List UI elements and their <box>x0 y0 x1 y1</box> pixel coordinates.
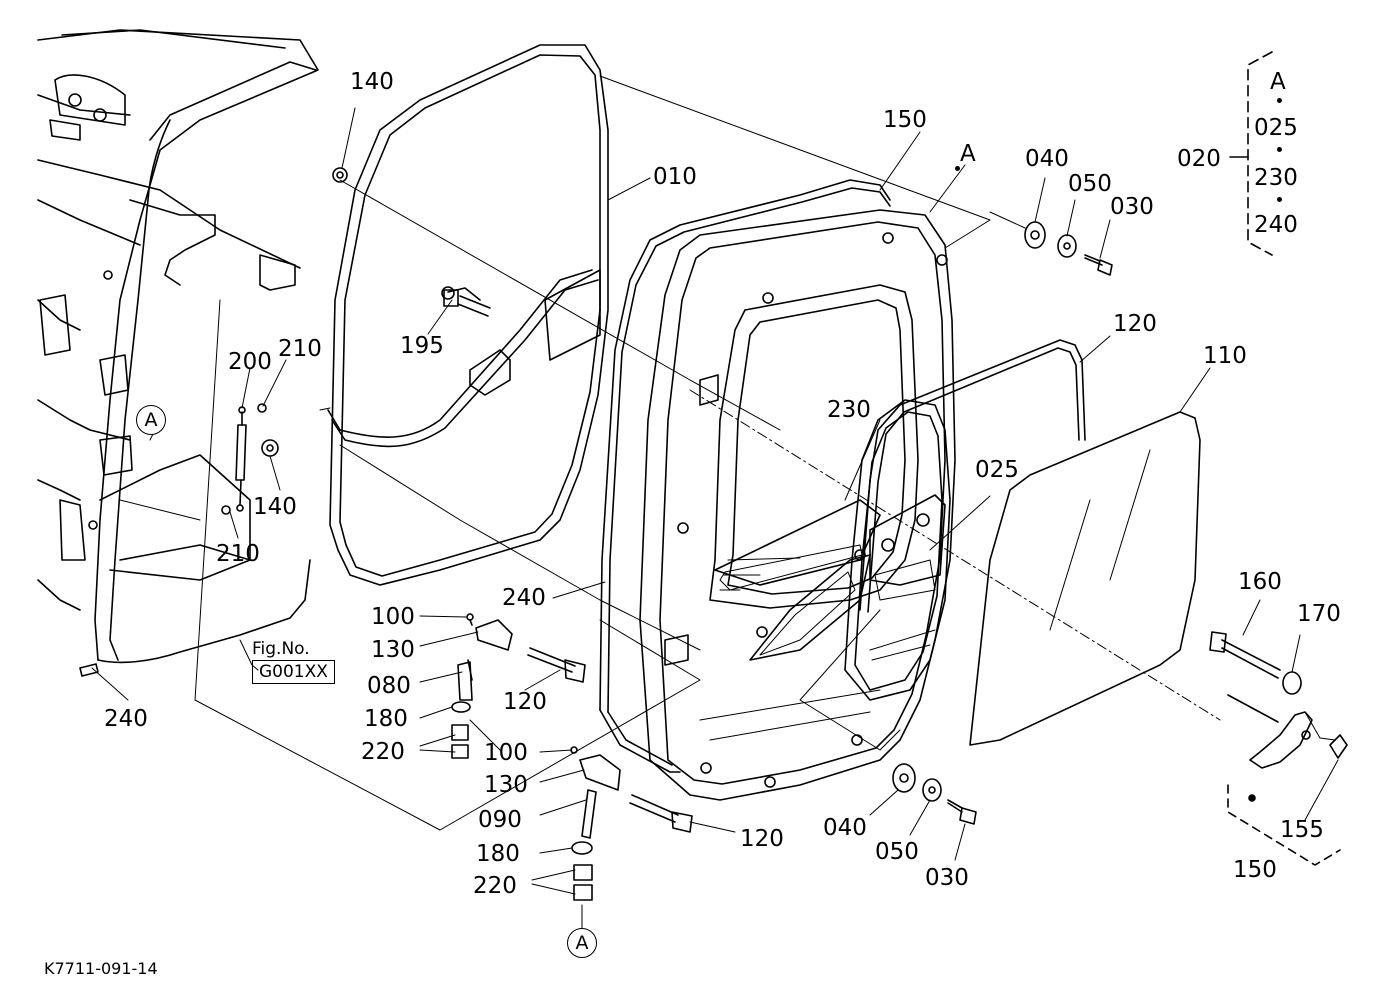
callout-070: 120 <box>1113 311 1157 337</box>
callout-200-a: 180 <box>364 706 408 732</box>
callout-040-bottom: 040 <box>823 815 867 841</box>
leader-lines <box>91 107 1339 929</box>
callout-010: 010 <box>653 164 697 190</box>
callout-A-ref: A <box>960 141 976 167</box>
callout-120-a: 130 <box>371 637 415 663</box>
inset-item-230: 230 <box>1254 165 1298 191</box>
callout-230: 230 <box>827 397 871 423</box>
callout-120-b: 130 <box>484 772 528 798</box>
callout-240: 240 <box>502 585 546 611</box>
callout-190: 200 <box>228 349 272 375</box>
reference-circle-A-bottom: A <box>567 928 597 958</box>
gas-spring <box>221 403 267 515</box>
callout-155: 155 <box>1280 817 1324 843</box>
callout-110-a: 120 <box>503 689 547 715</box>
callout-140: 150 <box>883 107 927 133</box>
callout-200-b: 180 <box>476 841 520 867</box>
callout-195-bottom: 210 <box>216 541 260 567</box>
callout-210-a: 220 <box>361 739 405 765</box>
callout-030-top: 030 <box>1110 194 1154 220</box>
inset-dot-3 <box>1277 197 1282 202</box>
figure-label: Fig.No. <box>252 639 310 659</box>
callout-080: 080 <box>367 673 411 699</box>
inset-bracket <box>1229 51 1273 256</box>
callout-195-top: 210 <box>278 336 322 362</box>
figure-reference: Fig.No. G001XX <box>252 638 335 684</box>
door-panel <box>639 209 956 801</box>
glass-060 <box>969 411 1201 746</box>
callout-130-top: 140 <box>350 69 394 95</box>
cab-frame <box>37 29 319 677</box>
callout-170: 170 <box>1297 601 1341 627</box>
callout-060: 110 <box>1203 343 1247 369</box>
callout-100-b: 100 <box>484 740 528 766</box>
reference-circle-A-left: A <box>136 405 166 435</box>
callout-210-b: 220 <box>473 873 517 899</box>
callout-090: 090 <box>478 807 522 833</box>
callout-030-bottom: 030 <box>925 865 969 891</box>
inset-item-240: 240 <box>1254 212 1298 238</box>
callout-160: 160 <box>1238 569 1282 595</box>
fasteners <box>443 221 1302 901</box>
inset-item-A: A <box>1270 69 1286 95</box>
callout-100-a: 100 <box>371 604 415 630</box>
inset-dot-2 <box>1277 147 1282 152</box>
callout-025: 025 <box>975 457 1019 483</box>
callout-130-mid: 140 <box>253 494 297 520</box>
handle-150 <box>1227 694 1348 866</box>
callout-050-bottom: 050 <box>875 839 919 865</box>
callout-110-b: 120 <box>740 826 784 852</box>
drawing-id: K7711-091-14 <box>44 959 158 978</box>
inset-parent-020: 020 <box>1177 146 1221 172</box>
reference-lines <box>194 75 1221 831</box>
window-seal-070 <box>844 339 1086 701</box>
seal-140 <box>599 179 891 773</box>
callout-220: 240 <box>104 706 148 732</box>
inset-item-025: 025 <box>1254 115 1298 141</box>
callout-150: 150 <box>1233 857 1277 883</box>
callout-050-top: 050 <box>1068 171 1112 197</box>
callout-040-top: 040 <box>1025 146 1069 172</box>
figure-code: G001XX <box>252 660 335 684</box>
door-frame-010 <box>261 44 609 586</box>
callout-180: 195 <box>400 333 444 359</box>
inset-dot-1 <box>1277 98 1282 103</box>
ref-dot-A <box>955 166 960 171</box>
